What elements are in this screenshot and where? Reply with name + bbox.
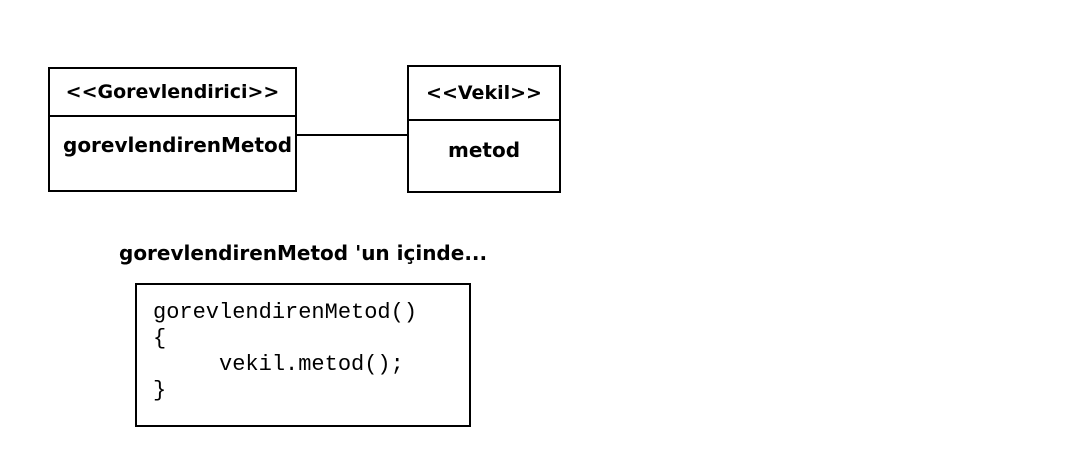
class-member-gorevlendirenmetod: gorevlendirenMetod xyxy=(63,133,293,157)
code-box: gorevlendirenMetod() { vekil.metod(); } xyxy=(135,283,471,427)
class-box-vekil: <<Vekil>> metod xyxy=(407,65,561,193)
class-box-gorevlendirici: <<Gorevlendirici>> gorevlendirenMetod xyxy=(48,67,297,192)
code-line: gorevlendirenMetod() xyxy=(153,300,418,325)
code-line: { xyxy=(153,326,167,351)
code-caption: gorevlendirenMetod 'un içinde... xyxy=(119,241,488,265)
association-line xyxy=(297,134,407,136)
class-stereotype-vekil: <<Vekil>> xyxy=(409,67,559,121)
class-member-metod: metod xyxy=(447,138,521,162)
code-line: } xyxy=(153,378,167,403)
class-stereotype-gorevlendirici: <<Gorevlendirici>> xyxy=(50,69,295,117)
code-line: vekil.metod(); xyxy=(153,352,404,377)
